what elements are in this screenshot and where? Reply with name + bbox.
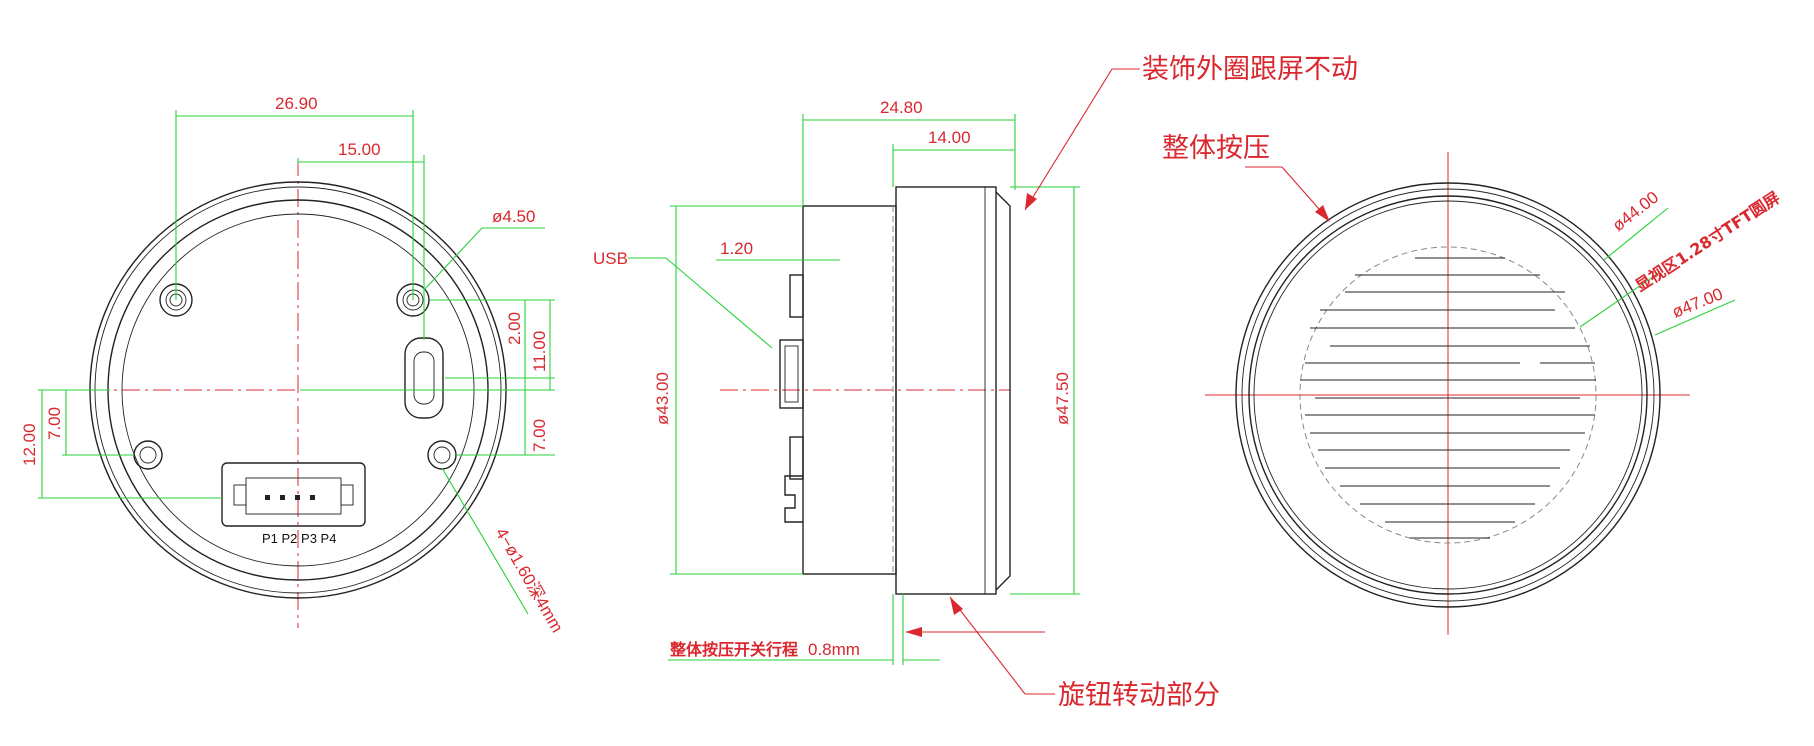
svg-text:7.00: 7.00 <box>530 419 549 452</box>
svg-text:4−ø1.60深4mm: 4−ø1.60深4mm <box>492 525 567 636</box>
side-connector <box>784 475 803 523</box>
mount-hole-bottom-right <box>427 440 457 470</box>
display-area-outline <box>1299 246 1597 544</box>
bezel-callout: 装饰外圈跟屏不动 <box>1024 54 1358 211</box>
rotary-callout: 旋钮转动部分 <box>949 596 1220 711</box>
dim-front-dia: ø47.50 <box>1010 186 1080 595</box>
dim-usb-protrusion: 1.20 <box>716 239 840 261</box>
connector-4pin <box>221 462 366 527</box>
svg-text:ø47.50: ø47.50 <box>1053 372 1072 425</box>
svg-text:7.00: 7.00 <box>45 407 64 440</box>
svg-text:2.00: 2.00 <box>505 312 524 345</box>
connector-pin-labels: P1 P2 P3 P4 <box>262 531 336 546</box>
svg-text:11.00: 11.00 <box>530 331 549 372</box>
dim-usb-offset: 15.00 <box>297 140 425 340</box>
press-travel: 整体按压开关行程 0.8mm <box>668 594 1045 665</box>
dim-hole-dia: ø4.50 <box>423 207 545 291</box>
dim-mount-holes: 4−ø1.60深4mm <box>441 467 567 636</box>
press-callout: 整体按压 <box>1162 133 1330 222</box>
svg-text:旋钮转动部分: 旋钮转动部分 <box>1058 680 1220 711</box>
dim-display-dia: ø44.00 <box>1603 188 1669 261</box>
svg-text:整体按压: 整体按压 <box>1162 133 1270 164</box>
glass-reflection <box>1300 257 1596 539</box>
side-bump-top <box>789 274 804 318</box>
svg-text:26.90: 26.90 <box>275 94 318 113</box>
front-glass-edge <box>1248 195 1648 595</box>
back-view: P1 P2 P3 P4 26.90 15.00 ø4.50 2.00 <box>20 94 567 636</box>
dim-front-depth: 14.00 <box>892 128 1015 187</box>
dim-left-stack: 12.00 7.00 <box>20 389 222 499</box>
usb-port-back <box>404 337 444 419</box>
front-glass-inner <box>1253 200 1643 590</box>
side-view: 24.80 14.00 1.20 USB ø43.00 ø47.50 <box>593 54 1358 711</box>
dim-right-stack: 2.00 11.00 7.00 <box>300 299 555 456</box>
svg-text:0.8mm: 0.8mm <box>808 640 860 659</box>
dim-width: 26.90 <box>175 94 414 300</box>
svg-text:24.80: 24.80 <box>880 98 923 117</box>
dim-outer-dia: ø47.00 <box>1654 284 1736 336</box>
svg-text:整体按压开关行程: 整体按压开关行程 <box>669 640 798 659</box>
front-outer-bezel-inner <box>1241 188 1655 602</box>
svg-text:15.00: 15.00 <box>338 140 381 159</box>
side-bezel <box>995 191 1011 591</box>
svg-text:12.00: 12.00 <box>20 423 39 466</box>
svg-text:14.00: 14.00 <box>928 128 971 147</box>
side-usb-plug <box>779 339 804 409</box>
side-bump-mid <box>789 436 804 480</box>
usb-callout: USB <box>593 249 773 349</box>
front-outer-bezel <box>1235 182 1661 608</box>
svg-text:ø44.00: ø44.00 <box>1609 188 1662 236</box>
svg-text:ø43.00: ø43.00 <box>653 372 672 425</box>
svg-text:USB: USB <box>593 249 628 268</box>
side-rotary-ring <box>895 186 997 595</box>
svg-text:1.20: 1.20 <box>720 239 753 258</box>
mount-hole-bottom-left <box>133 440 163 470</box>
dim-total-depth: 24.80 <box>802 98 1016 206</box>
dim-back-dia: ø43.00 <box>653 205 803 575</box>
svg-text:ø4.50: ø4.50 <box>492 207 535 226</box>
svg-text:装饰外圈跟屏不动: 装饰外圈跟屏不动 <box>1142 54 1358 85</box>
front-view: 整体按压 ø44.00 显视区1.28寸TFT圆屏 ø47.00 <box>1162 133 1783 635</box>
